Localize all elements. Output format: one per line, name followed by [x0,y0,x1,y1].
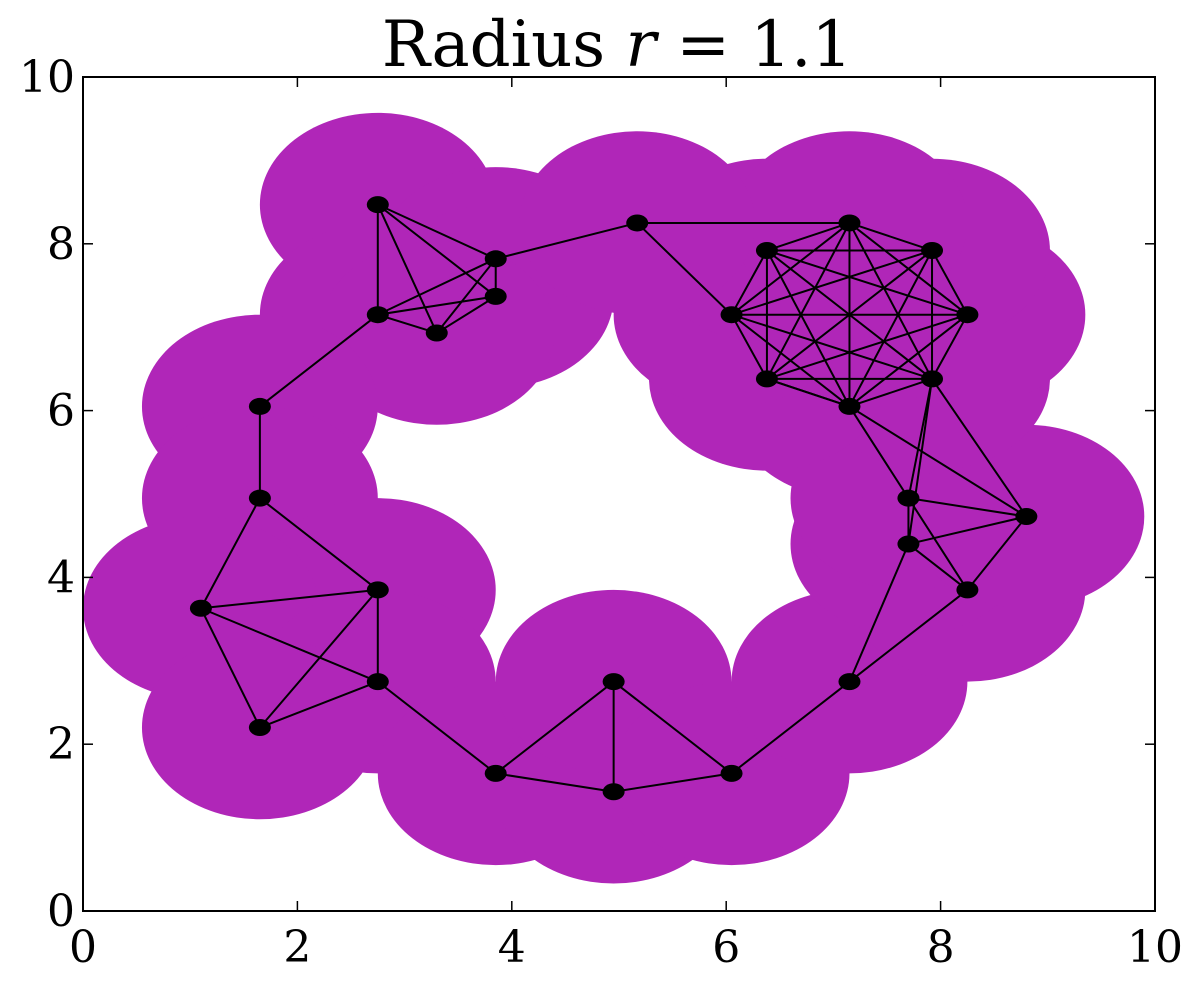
edge-57 [730,314,768,380]
edge-7 [495,221,638,260]
y-tick-label-6: 6 [47,386,75,437]
edge-25 [613,772,732,793]
edge-8 [377,295,496,316]
point-5 [248,397,271,415]
point-19 [1015,508,1038,526]
y-tick-label-4: 4 [47,552,75,603]
edge-45 [766,377,850,408]
x-tick-label-2: 2 [283,922,311,973]
edge-23 [495,680,615,775]
edge-67 [931,249,969,316]
edges-group [200,203,1028,793]
plot-frame [82,76,1156,912]
edge-2 [377,203,497,298]
point-9 [366,673,389,691]
point-12 [602,783,625,801]
ticks-group: 0 2 4 6 8 10 0 2 4 6 8 10 [19,52,1183,973]
edge-66 [766,249,968,316]
edge-35 [908,497,1027,518]
point-0 [366,196,389,214]
edge-32 [966,515,1028,591]
edge-9 [436,295,497,334]
x-tick-label-4: 4 [498,922,526,973]
point-1 [484,250,507,268]
point-25 [755,241,778,259]
edge-71 [849,222,933,252]
point-4 [425,324,448,342]
point-26 [921,241,944,259]
point-28 [626,214,649,232]
point-24 [956,306,979,324]
edge-43 [636,222,733,316]
edge-38 [907,378,934,545]
edge-65 [730,222,851,316]
point-27 [838,214,861,232]
point-8 [189,599,212,617]
point-7 [366,581,389,599]
x-tick-label-6: 6 [712,922,740,973]
edge-52 [731,313,933,380]
edge-17 [259,589,379,729]
point-20 [838,397,861,415]
y-tick-label-10: 10 [19,52,75,103]
edge-31 [907,497,969,591]
points-group [189,196,1038,801]
edge-37 [907,378,934,499]
edge-20 [259,680,379,729]
point-14 [720,764,743,782]
point-15 [838,673,861,691]
edge-30 [907,543,969,591]
point-13 [602,673,625,691]
edge-14 [200,497,261,609]
edge-58 [766,313,968,380]
point-16 [956,581,979,599]
edge-44 [849,377,933,408]
edge-21 [377,680,497,775]
edge-53 [931,314,969,380]
point-6 [248,489,271,507]
edge-68 [848,222,969,316]
edge-18 [200,607,379,683]
point-17 [897,535,920,553]
edge-11 [259,313,379,408]
edge-63 [730,249,768,316]
edge-40 [931,378,1028,518]
y-tick-label-0: 0 [47,886,75,937]
y-tick-label-2: 2 [47,719,75,770]
point-22 [755,370,778,388]
point-3 [366,306,389,324]
edge-1 [377,203,497,260]
edge-19 [200,607,261,728]
edge-36 [848,405,910,499]
edge-70 [766,222,850,252]
chart-title: Radius r = 1.1 [382,8,852,82]
edge-61 [766,222,851,380]
edge-13 [259,497,379,591]
x-tick-label-8: 8 [927,922,955,973]
edge-29 [848,543,910,683]
edge-27 [730,680,851,775]
point-11 [484,764,507,782]
edge-26 [613,680,733,775]
point-10 [248,719,271,737]
x-tick-label-0: 0 [69,922,97,973]
y-tick-label-8: 8 [47,219,75,270]
edge-5 [377,257,497,316]
point-21 [921,370,944,388]
edge-56 [848,222,933,380]
edge-22 [495,772,614,793]
edge-3 [376,204,438,334]
edge-15 [200,588,378,610]
edge-6 [435,258,497,334]
point-23 [720,306,743,324]
point-2 [484,287,507,305]
edge-34 [908,515,1027,546]
point-18 [897,489,920,507]
edge-28 [848,589,969,683]
x-tick-label-10: 10 [1127,922,1183,973]
edge-39 [848,405,1027,518]
